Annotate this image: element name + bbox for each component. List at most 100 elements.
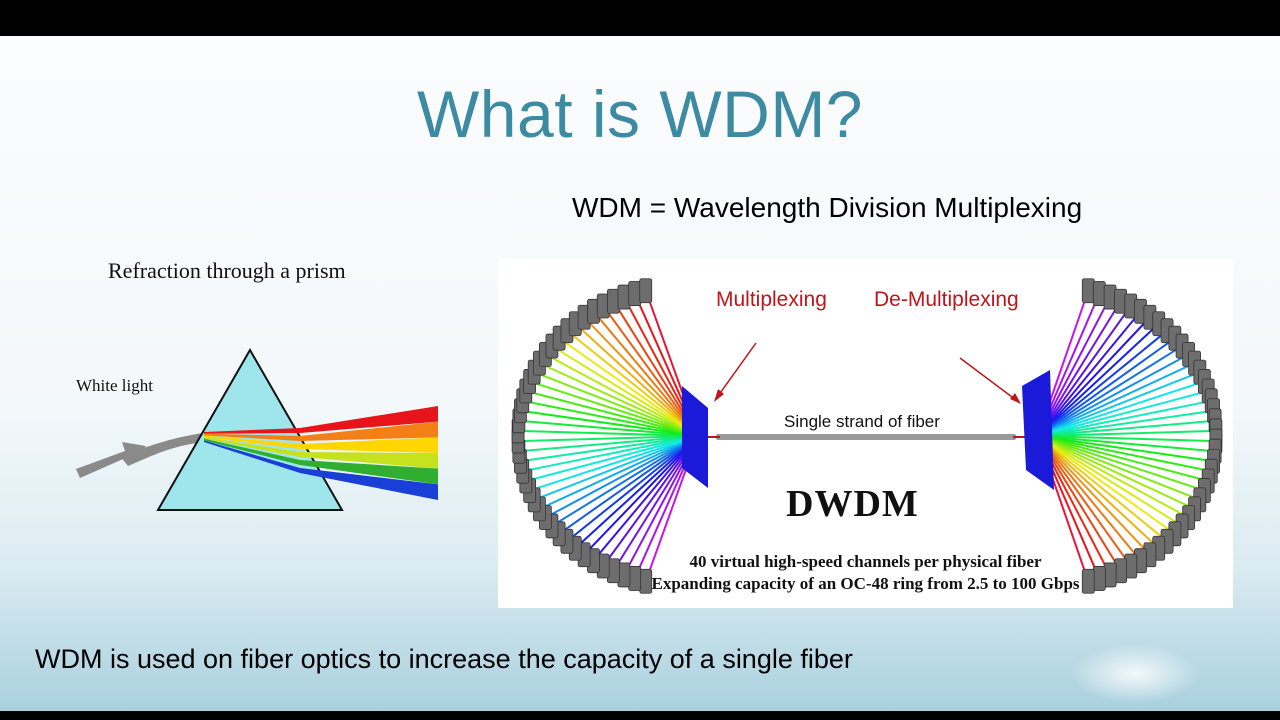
demux-channel-ray — [1037, 409, 1214, 437]
demux-terminal — [1081, 568, 1095, 594]
mux-channel-ray — [574, 435, 699, 550]
mux-channel-ray — [592, 310, 699, 437]
demux-channel-ray — [1037, 329, 1168, 437]
spectrum-band — [204, 406, 438, 434]
demux-channel-ray — [1037, 435, 1201, 501]
fiber-label: Single strand of fiber — [784, 412, 940, 431]
demux-channel-ray — [1037, 435, 1205, 492]
dwdm-note-channels: 40 virtual high-speed channels per physi… — [689, 552, 1042, 571]
slide-title: What is WDM? — [416, 77, 864, 151]
footer-statement: WDM is used on fiber optics to increase … — [35, 644, 853, 674]
spectrum-band — [204, 435, 438, 453]
spectrum-fan — [204, 406, 438, 500]
mux-channel-ray — [583, 435, 699, 556]
white-light-arrow — [76, 442, 146, 478]
slide: What is WDM? WDM = Wavelength Division M… — [0, 36, 1280, 711]
spectrum-band — [204, 440, 438, 500]
mux-channel-ray — [551, 435, 699, 527]
mux-channel-ray — [529, 380, 699, 437]
mux-terminal — [617, 284, 631, 310]
mux-pointer-arrow — [714, 342, 757, 402]
video-glow — [1070, 644, 1200, 704]
mux-channel-ray — [566, 435, 699, 543]
mux-channel-ray — [525, 390, 699, 437]
mux-channel-ray — [522, 435, 699, 473]
demux-channel-ray — [1037, 435, 1212, 473]
demux-channel-ray — [1037, 380, 1205, 437]
demux-channel-ray — [1037, 345, 1183, 437]
mux-channel-ray — [592, 435, 699, 562]
mux-channel-ray — [539, 435, 699, 510]
slide-subtitle: WDM = Wavelength Division Multiplexing — [572, 192, 1083, 223]
demux-channel-rays — [1037, 290, 1216, 582]
demux-channel-ray — [1037, 435, 1190, 519]
demux-channel-ray — [1037, 435, 1216, 443]
demux-channel-ray — [1037, 435, 1176, 535]
demux-channel-ray — [1037, 435, 1214, 463]
demux-channel-ray — [1037, 435, 1168, 543]
mux-channel-ray — [520, 409, 699, 437]
demux-channel-ray — [1037, 429, 1216, 437]
mux-channel-terminals — [511, 278, 653, 594]
mux-channel-ray — [518, 435, 699, 443]
demux-terminal — [1081, 278, 1095, 304]
demux-channel-ray — [1037, 371, 1201, 437]
mux-channel-ray — [566, 329, 699, 437]
demux-channel-ray — [1037, 435, 1132, 567]
multiplexing-label: Multiplexing — [716, 288, 827, 311]
multiplexer-block — [682, 386, 708, 488]
demultiplexer-block — [1022, 370, 1054, 490]
mux-channel-ray — [551, 345, 699, 437]
demux-terminal — [1092, 281, 1106, 306]
demux-channel-ray — [1037, 435, 1209, 482]
demux-channel-ray — [1037, 419, 1216, 437]
white-light-label: White light — [76, 376, 153, 395]
demux-channel-ray — [1037, 435, 1151, 556]
demux-channel-ray — [1037, 435, 1216, 453]
mux-channel-ray — [583, 316, 699, 437]
mux-channel-ray — [558, 435, 699, 535]
mux-terminal — [639, 278, 653, 304]
prism-diagram — [76, 347, 438, 511]
mux-channel-ray — [539, 362, 699, 437]
mux-terminal — [628, 281, 642, 306]
mux-channel-ray — [518, 435, 699, 453]
demux-channel-ray — [1037, 435, 1160, 550]
dwdm-diagram — [511, 278, 1223, 594]
demux-pointer-arrow — [959, 357, 1021, 404]
spectrum-band — [204, 437, 438, 469]
mux-channel-ray — [533, 371, 699, 437]
demux-channel-ray — [1037, 390, 1209, 437]
mux-channel-ray — [529, 435, 699, 492]
demux-channel-ray — [1037, 305, 1132, 437]
demux-channel-ray — [1037, 362, 1195, 437]
demux-channel-ray — [1037, 322, 1160, 437]
spectrum-band — [204, 438, 438, 485]
demux-channel-ray — [1037, 353, 1190, 437]
mux-channel-ray — [574, 322, 699, 437]
mux-channel-ray — [525, 435, 699, 482]
mux-channel-ray — [522, 399, 699, 437]
dwdm-panel: Multiplexing De-Multiplexing Single stra… — [498, 258, 1233, 608]
demultiplexing-label: De-Multiplexing — [874, 288, 1019, 311]
single-fiber-strand — [716, 434, 1016, 440]
dwdm-heading: DWDM — [786, 483, 919, 525]
mux-channel-rays — [518, 290, 699, 582]
mux-channel-ray — [520, 435, 699, 463]
mux-channel-ray — [544, 353, 699, 437]
mux-channel-ray — [544, 435, 699, 519]
demux-channel-ray — [1037, 435, 1142, 562]
demux-channel-ray — [1037, 337, 1176, 437]
mux-channel-ray — [518, 419, 699, 437]
prism-caption: Refraction through a prism — [108, 258, 346, 283]
demux-channel-ray — [1037, 310, 1142, 437]
demux-channel-terminals — [1081, 278, 1223, 594]
spectrum-band — [204, 421, 438, 441]
mux-channel-ray — [558, 337, 699, 437]
demux-channel-ray — [1037, 435, 1195, 510]
demux-channel-ray — [1037, 399, 1212, 437]
mux-channel-ray — [518, 429, 699, 437]
demux-channel-ray — [1037, 435, 1183, 527]
white-light-beam — [120, 433, 204, 466]
mux-channel-ray — [533, 435, 699, 501]
